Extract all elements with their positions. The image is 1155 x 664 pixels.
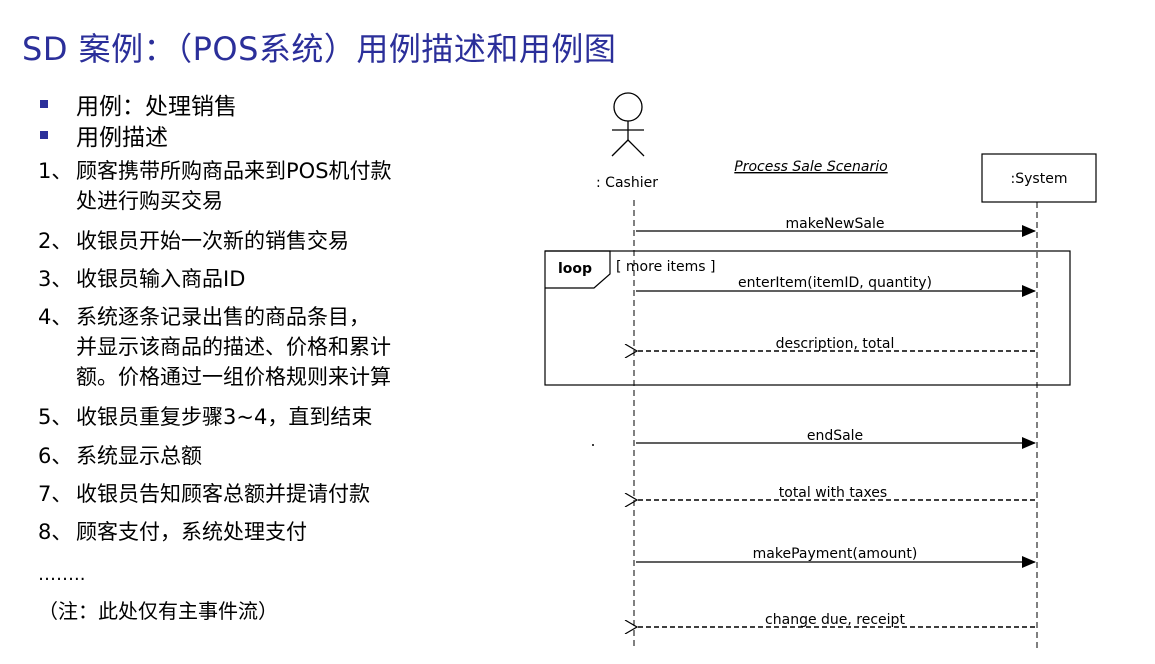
step-number: 2、 — [38, 229, 73, 253]
message-end-sale: endSale — [636, 428, 1036, 449]
step-1: 1、顾客携带所购商品来到POS机付款 处进行购买交易 — [38, 156, 392, 216]
step-number: 8、 — [38, 520, 73, 544]
step-number: 7、 — [38, 482, 73, 506]
note: （注：此处仅有主事件流） — [38, 599, 278, 623]
actor-stick-figure-icon — [611, 92, 645, 157]
bullet-text: 用例描述 — [76, 125, 168, 151]
step-text: 收银员开始一次新的销售交易 — [76, 229, 349, 253]
step-text: 并显示该商品的描述、价格和累计 — [76, 335, 391, 359]
bullet-square-icon — [40, 100, 48, 108]
message-description-total: description, total — [637, 336, 1035, 352]
step-text: 顾客支付，系统处理支付 — [76, 520, 307, 544]
step-text: 收银员告知顾客总额并提请付款 — [76, 482, 370, 506]
message-label: endSale — [807, 428, 863, 444]
loop-label: loop — [558, 261, 592, 277]
message-label: total with taxes — [779, 485, 887, 501]
step-3: 3、收银员输入商品ID — [38, 264, 245, 294]
message-label: description, total — [776, 336, 895, 352]
system-box — [981, 153, 1097, 203]
loop-tab — [545, 250, 611, 289]
bullet-use-case-desc: 用例描述 — [38, 119, 168, 151]
step-text: 系统逐条记录出售的商品条目， — [76, 305, 370, 329]
step-number: 1、 — [38, 159, 73, 183]
step-text: 收银员重复步骤3~4，直到结束 — [76, 405, 373, 429]
message-total-with-taxes: total with taxes — [637, 485, 1035, 501]
ellipsis: …….. — [38, 564, 86, 585]
actor-label: : Cashier — [596, 175, 658, 191]
step-2: 2、收银员开始一次新的销售交易 — [38, 226, 349, 256]
step-text: 收银员输入商品ID — [76, 267, 246, 291]
step-6: 6、系统显示总额 — [38, 441, 202, 471]
step-number: 3、 — [38, 267, 73, 291]
step-number: 4、 — [38, 305, 73, 329]
loop-guard: [ more items ] — [616, 259, 715, 275]
message-label: change due, receipt — [765, 612, 905, 628]
message-make-payment: makePayment(amount) — [636, 546, 1036, 568]
system-label: :System — [1011, 171, 1068, 187]
dot-artifact — [592, 444, 594, 446]
message-change-due-receipt: change due, receipt — [637, 612, 1035, 628]
message-label: enterItem(itemID, quantity) — [738, 275, 932, 291]
loop-frame — [544, 250, 1071, 386]
bullet-text: 用例：处理销售 — [76, 94, 237, 120]
scenario-title: Process Sale Scenario — [734, 159, 887, 175]
message-make-new-sale: makeNewSale — [636, 216, 1036, 237]
step-5: 5、收银员重复步骤3~4，直到结束 — [38, 402, 372, 432]
page-title: SD 案例：（POS系统）用例描述和用例图 — [22, 30, 617, 68]
step-number: 6、 — [38, 444, 73, 468]
bullet-square-icon — [40, 131, 48, 139]
step-7: 7、收银员告知顾客总额并提请付款 — [38, 479, 370, 509]
step-text: 顾客携带所购商品来到POS机付款 — [76, 159, 392, 183]
bullet-use-case: 用例：处理销售 — [38, 88, 237, 120]
message-label: makePayment(amount) — [753, 546, 918, 562]
step-text: 处进行购买交易 — [76, 189, 223, 213]
step-4: 4、系统逐条记录出售的商品条目， 并显示该商品的描述、价格和累计 额。价格通过一… — [38, 302, 391, 392]
message-enter-item: enterItem(itemID, quantity) — [636, 275, 1036, 297]
step-text: 额。价格通过一组价格规则来计算 — [76, 365, 391, 389]
step-text: 系统显示总额 — [76, 444, 202, 468]
step-number: 5、 — [38, 405, 73, 429]
step-8: 8、顾客支付，系统处理支付 — [38, 517, 307, 547]
message-label: makeNewSale — [786, 216, 885, 232]
